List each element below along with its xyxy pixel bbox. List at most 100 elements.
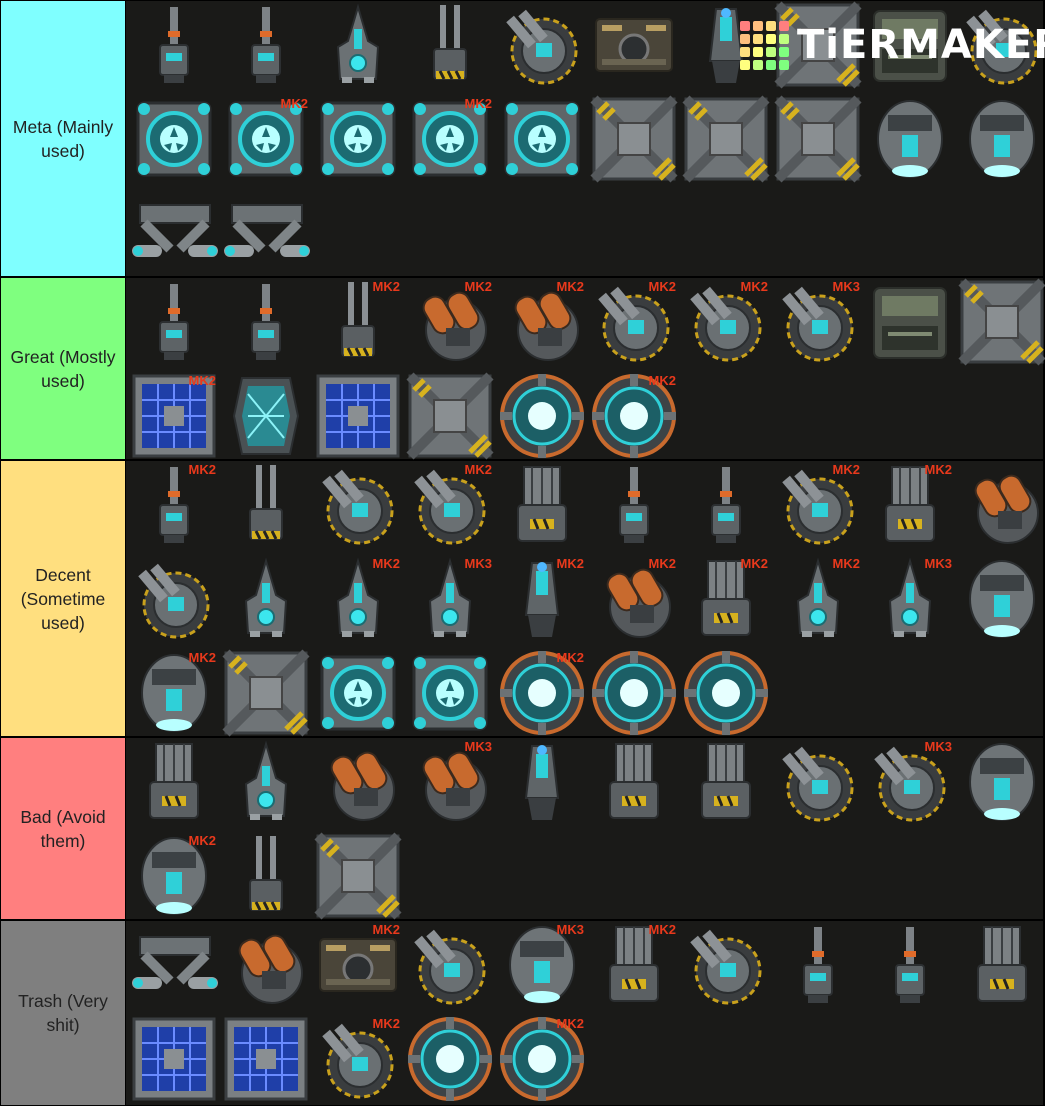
tier-item[interactable] <box>406 649 494 737</box>
tier-item[interactable]: MK2 <box>406 95 494 183</box>
tier-item[interactable]: MK2 <box>498 555 586 643</box>
tier-item[interactable]: MK2 <box>682 555 770 643</box>
tier-item[interactable] <box>222 461 310 549</box>
tier-item[interactable] <box>958 738 1045 826</box>
tier-item[interactable]: MK2 <box>774 555 862 643</box>
tier-label-bad[interactable]: Bad (Avoid them) <box>1 738 125 919</box>
tier-item[interactable] <box>958 555 1045 643</box>
tier-item[interactable] <box>774 95 862 183</box>
tier-item[interactable]: MK2 <box>590 372 678 460</box>
tier-item[interactable] <box>498 95 586 183</box>
tier-item[interactable]: MK3 <box>774 278 862 366</box>
tier-item[interactable] <box>222 1015 310 1103</box>
tier-item[interactable]: MK2 <box>866 461 954 549</box>
tier-item[interactable] <box>958 278 1045 366</box>
tier-item[interactable] <box>958 1 1045 89</box>
tier-item[interactable] <box>866 95 954 183</box>
tier-item[interactable]: MK2 <box>590 921 678 1009</box>
tier-item[interactable] <box>774 1 862 89</box>
tier-item[interactable] <box>130 1 218 89</box>
tier-item[interactable] <box>682 1 770 89</box>
tier-item[interactable] <box>498 738 586 826</box>
tier-item[interactable] <box>590 649 678 737</box>
tier-item[interactable] <box>130 555 218 643</box>
tier-item[interactable] <box>314 738 402 826</box>
tier-item[interactable]: MK2 <box>406 461 494 549</box>
tier-item[interactable] <box>222 189 310 277</box>
tier-item[interactable]: MK2 <box>498 278 586 366</box>
tier-item[interactable] <box>222 278 310 366</box>
tier-item[interactable] <box>958 921 1045 1009</box>
tier-item[interactable] <box>498 461 586 549</box>
tier-item[interactable]: MK2 <box>314 921 402 1009</box>
tier-item[interactable]: MK2 <box>130 649 218 737</box>
tier-item[interactable] <box>314 372 402 460</box>
tier-item[interactable]: MK2 <box>774 461 862 549</box>
tier-item[interactable] <box>682 95 770 183</box>
tier-item[interactable]: MK3 <box>866 738 954 826</box>
tier-item[interactable] <box>774 738 862 826</box>
tier-item[interactable] <box>130 95 218 183</box>
tier-item[interactable] <box>958 461 1045 549</box>
tier-item[interactable]: MK3 <box>866 555 954 643</box>
tier-item[interactable] <box>406 1 494 89</box>
tier-item[interactable] <box>406 372 494 460</box>
tier-item[interactable] <box>222 649 310 737</box>
tier-item[interactable] <box>314 1 402 89</box>
tier-item[interactable] <box>130 921 218 1009</box>
tier-item[interactable] <box>314 95 402 183</box>
tier-item[interactable] <box>406 1015 494 1103</box>
tier-label-meta[interactable]: Meta (Mainly used) <box>1 1 125 276</box>
tier-item[interactable]: MK2 <box>130 372 218 460</box>
tier-item[interactable] <box>590 95 678 183</box>
tier-item[interactable] <box>498 372 586 460</box>
tier-item[interactable] <box>314 832 402 920</box>
tier-item[interactable] <box>314 461 402 549</box>
turret-icon <box>414 929 486 1005</box>
tier-item[interactable] <box>406 921 494 1009</box>
tier-item[interactable] <box>222 738 310 826</box>
tier-item[interactable]: MK2 <box>130 461 218 549</box>
tier-item[interactable] <box>866 921 954 1009</box>
tier-item[interactable] <box>590 461 678 549</box>
tier-item[interactable] <box>590 738 678 826</box>
tier-item[interactable] <box>130 189 218 277</box>
tier-item[interactable] <box>590 1 678 89</box>
tier-item[interactable]: MK2 <box>130 832 218 920</box>
tier-item[interactable] <box>682 738 770 826</box>
tier-item[interactable]: MK3 <box>498 921 586 1009</box>
tier-item[interactable]: MK2 <box>590 278 678 366</box>
tier-item[interactable]: MK2 <box>314 555 402 643</box>
tier-item[interactable]: MK3 <box>406 555 494 643</box>
tier-item[interactable] <box>130 738 218 826</box>
tier-item[interactable]: MK2 <box>314 278 402 366</box>
tier-item[interactable] <box>222 1 310 89</box>
tier-label-great[interactable]: Great (Mostly used) <box>1 278 125 459</box>
tier-item[interactable] <box>682 649 770 737</box>
tier-item[interactable] <box>774 921 862 1009</box>
tier-item[interactable] <box>222 372 310 460</box>
tier-item[interactable] <box>222 832 310 920</box>
tier-item[interactable] <box>222 921 310 1009</box>
tier-item[interactable] <box>866 278 954 366</box>
tier-item[interactable] <box>682 921 770 1009</box>
tier-item[interactable]: MK2 <box>314 1015 402 1103</box>
tier-item[interactable] <box>130 278 218 366</box>
tier-label-trash[interactable]: Trash (Very shit) <box>1 921 125 1105</box>
tier-item[interactable] <box>222 555 310 643</box>
tier-item[interactable]: MK2 <box>222 95 310 183</box>
tier-item[interactable] <box>682 461 770 549</box>
tier-item[interactable] <box>314 649 402 737</box>
tier-item[interactable]: MK2 <box>406 278 494 366</box>
tier-item[interactable]: MK2 <box>590 555 678 643</box>
solar-panel-icon <box>224 1017 308 1101</box>
tier-item[interactable] <box>498 1 586 89</box>
tier-item[interactable] <box>958 95 1045 183</box>
tier-item[interactable]: MK2 <box>498 1015 586 1103</box>
tier-item[interactable]: MK2 <box>682 278 770 366</box>
tier-item[interactable]: MK3 <box>406 738 494 826</box>
tier-label-decent[interactable]: Decent (Sometime used) <box>1 461 125 736</box>
tier-item[interactable] <box>130 1015 218 1103</box>
tier-item[interactable]: MK2 <box>498 649 586 737</box>
tier-item[interactable] <box>866 1 954 89</box>
